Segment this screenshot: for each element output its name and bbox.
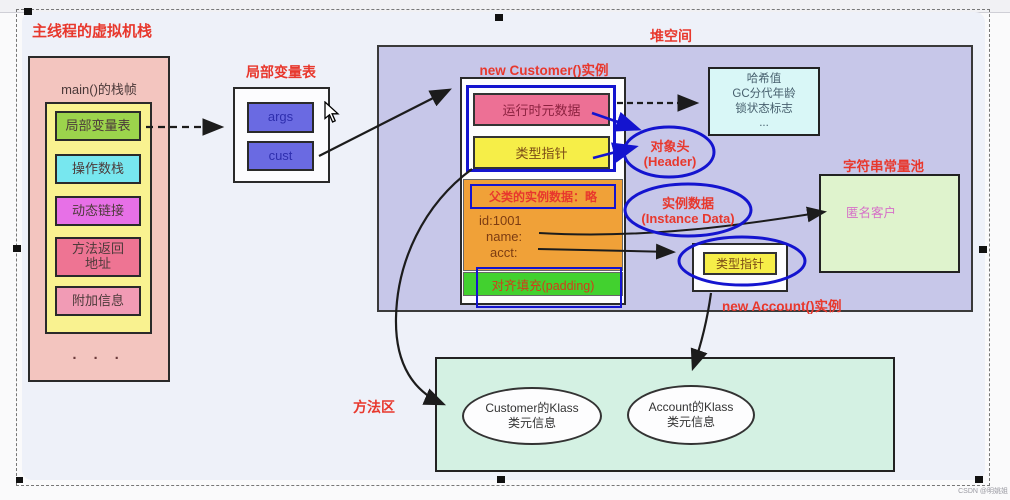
vm-stack-panel: main()的栈帧 局部变量表 操作数栈 动态链接 方法返回地址 附加信息 · … — [28, 56, 170, 382]
customer-klass-ellipse: Customer的Klass 类元信息 — [462, 387, 602, 445]
watermark: CSDN @明姚姐 — [958, 488, 1008, 495]
mark-word-line-lock-flag: 锁状态标志 — [735, 102, 793, 115]
method-area-title: 方法区 — [353, 399, 395, 415]
stack-frame-box: 局部变量表 操作数栈 动态链接 方法返回地址 附加信息 — [45, 102, 152, 334]
stack-ellipsis: · · · — [72, 350, 126, 367]
account-instance-title: new Account()实例 — [722, 299, 842, 314]
mark-word-line-hash: 哈希值 — [746, 72, 782, 85]
instance-data-note: 实例数据 (Instance Data) — [641, 196, 735, 227]
selection-handle-bottom-center[interactable] — [497, 476, 505, 483]
string-pool-value: 匿名客户 — [846, 206, 897, 220]
parent-instance-data-label: 父类的实例数据：略 — [488, 190, 597, 204]
local-var-table-box: args cust — [233, 87, 330, 183]
customer-type-pointer-box: 类型指针 — [473, 136, 610, 169]
stack-frame-label: main()的栈帧 — [61, 82, 137, 97]
var-slot-args: args — [247, 102, 314, 133]
selection-handle-bottom-right[interactable] — [975, 476, 983, 483]
heap-title: 堆空间 — [650, 28, 692, 44]
vm-stack-title: 主线程的虚拟机栈 — [32, 23, 153, 40]
account-klass-ellipse: Account的Klass 类元信息 — [627, 385, 755, 445]
selection-handle-top-center[interactable] — [495, 14, 503, 21]
stack-item-dynamic-link: 动态链接 — [55, 196, 141, 226]
local-var-table-title: 局部变量表 — [246, 64, 316, 80]
selection-handle-top-left[interactable] — [24, 8, 32, 15]
account-instance-box: 类型指针 — [692, 243, 788, 292]
parent-instance-data-highlight: 父类的实例数据：略 — [470, 184, 616, 209]
account-type-pointer-box: 类型指针 — [703, 252, 777, 275]
customer-instance-title: new Customer()实例 — [479, 63, 609, 78]
object-header-note: 对象头 (Header) — [643, 139, 697, 170]
mark-word-box: 哈希值 GC分代年龄 锁状态标志 ... — [708, 67, 820, 136]
stack-item-extra-info: 附加信息 — [55, 286, 141, 316]
padding-highlight — [476, 267, 622, 308]
selection-handle-bottom-left[interactable] — [16, 477, 23, 483]
selection-handle-right-middle[interactable] — [979, 246, 987, 253]
mark-word-line-ellipsis: ... — [759, 117, 769, 130]
string-pool-box: 匿名客户 — [819, 174, 960, 273]
stack-item-operand-stack: 操作数栈 — [55, 154, 141, 184]
stack-item-local-var-table: 局部变量表 — [55, 111, 141, 141]
runtime-metadata-box: 运行时元数据 — [473, 93, 610, 126]
selection-handle-left-middle[interactable] — [13, 245, 21, 252]
var-slot-cust: cust — [247, 141, 314, 171]
padding-box: 对齐填充(padding) — [463, 272, 623, 296]
field-name: name: — [486, 229, 523, 244]
string-pool-title: 字符串常量池 — [843, 159, 924, 174]
mark-word-line-gc-age: GC分代年龄 — [732, 87, 796, 100]
stack-item-return-address: 方法返回地址 — [55, 237, 141, 277]
mouse-cursor-icon — [324, 101, 340, 123]
field-acct: acct: — [490, 245, 518, 260]
field-id: id:1001 — [479, 213, 522, 228]
